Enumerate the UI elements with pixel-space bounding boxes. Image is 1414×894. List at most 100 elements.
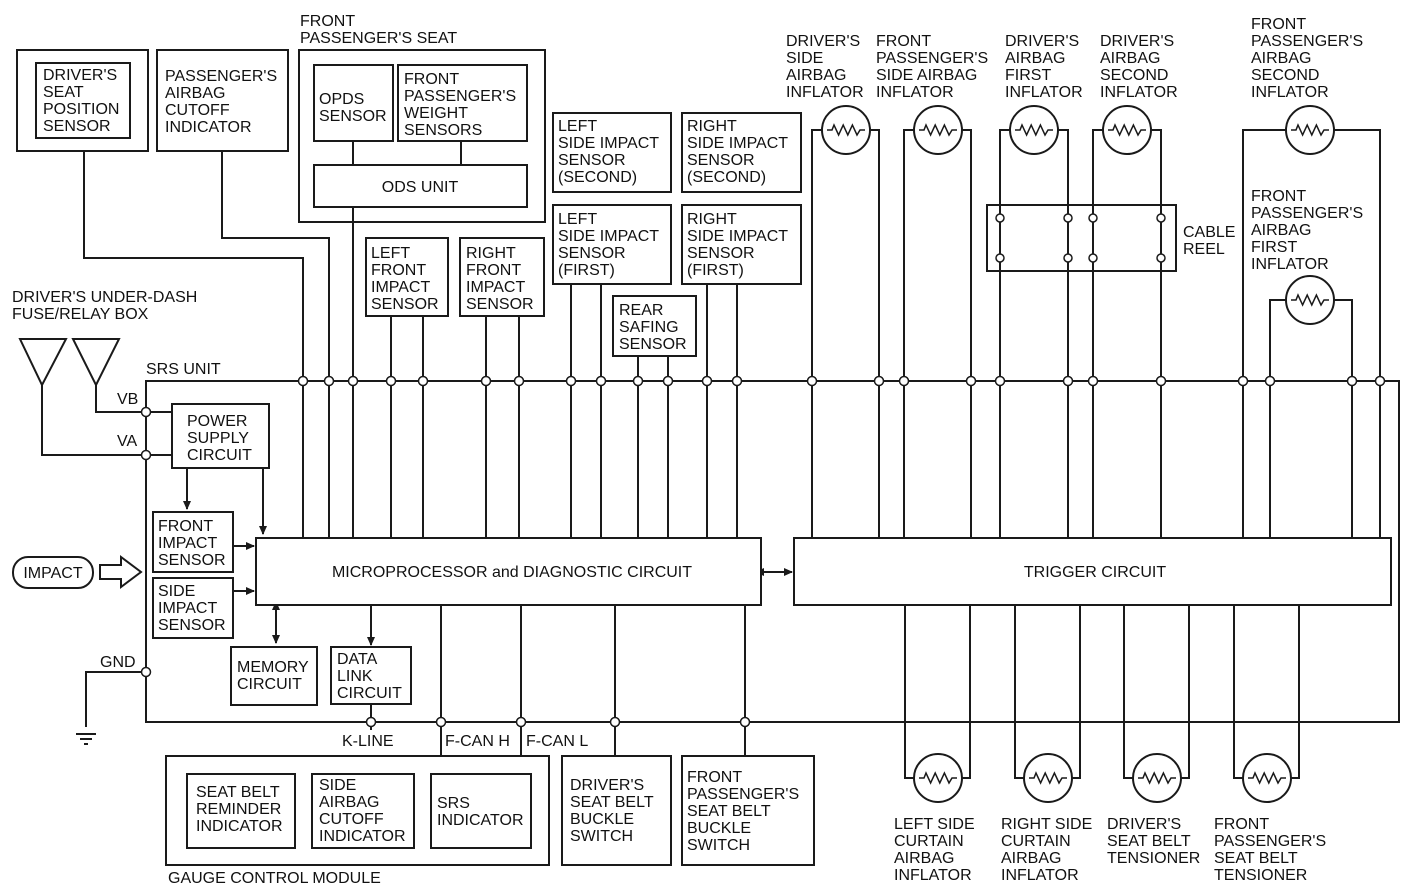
text-line: SEAT BELT: [196, 784, 280, 801]
text-line: SEAT BELT: [1214, 850, 1298, 867]
text-line: SRS: [437, 795, 470, 812]
gnd-label: GND: [100, 654, 136, 671]
text-line: SECOND: [1251, 67, 1319, 84]
power-supply-circuit-box: [171, 403, 270, 469]
text-line: REEL: [1183, 241, 1225, 258]
text-line: FRONT: [371, 262, 426, 279]
inflator-squib-icon: [1009, 105, 1059, 155]
gauge-control-module-box: [165, 755, 550, 866]
inflator-squib-icon: [821, 105, 871, 155]
text-line: AIRBAG: [1001, 850, 1061, 867]
front-passengers-seat-belt-buckle-switch-box: [681, 755, 815, 866]
text-line: F-CAN H: [445, 733, 510, 750]
inflator-squib-icon: [1285, 275, 1335, 325]
text-line: BUCKLE: [570, 811, 634, 828]
inflator-squib-icon: [1023, 753, 1073, 803]
text-line: FIRST: [1005, 67, 1051, 84]
text-line: SECOND: [1100, 67, 1168, 84]
text-line: GAUGE CONTROL MODULE: [168, 870, 381, 887]
terminal-dot: [662, 375, 674, 387]
text-line: SENSOR: [43, 118, 111, 135]
cable-reel-box: [986, 204, 1177, 272]
text-line: AIRBAG: [319, 794, 379, 811]
terminal-dot: [1264, 375, 1276, 387]
left-side-impact-sensor-first-box: [552, 204, 672, 285]
right-side-impact-sensor-second-box: [681, 112, 802, 193]
front-passengers-weight-sensors-box: [397, 64, 528, 142]
internal-side-impact-sensor-box: [152, 577, 234, 639]
terminal-dot: [994, 375, 1006, 387]
text-line: CURTAIN: [894, 833, 964, 850]
text-line: SIDE IMPACT: [687, 135, 788, 152]
text-line: INFLATOR: [1100, 84, 1178, 101]
front-passengers-seat-group: [298, 49, 546, 223]
text-line: SEAT BELT: [570, 794, 654, 811]
text-line: PASSENGER'S: [687, 786, 799, 803]
text-line: INFLATOR: [1251, 84, 1329, 101]
microprocessor-circuit-box: [255, 537, 762, 606]
terminal-dot: [140, 449, 152, 461]
text-line: INFLATOR: [786, 84, 864, 101]
text-line: SENSOR: [319, 108, 387, 125]
terminal-dot: [632, 375, 644, 387]
text-line: RIGHT: [466, 245, 516, 262]
passengers-airbag-cutoff-indicator-box: [156, 49, 289, 152]
text-line: INDICATOR: [196, 818, 283, 835]
terminal-dot: [417, 375, 429, 387]
text-line: DRIVER'S: [570, 777, 644, 794]
terminal-dot: [806, 375, 818, 387]
text-line: SENSOR: [558, 245, 626, 262]
text-line: INDICATOR: [319, 828, 406, 845]
impact-label: IMPACT: [23, 565, 82, 582]
text-line: SENSORS: [404, 122, 482, 139]
text-line: DRIVER'S: [1005, 33, 1079, 50]
wiring: [41, 129, 1400, 779]
terminal-dot: [385, 375, 397, 387]
side-airbag-cutoff-indicator-box: [311, 773, 415, 849]
text-line: IMPACT: [158, 600, 217, 617]
text-line: PASSENGER'S SEAT: [300, 30, 457, 47]
text-line: AIRBAG: [786, 67, 846, 84]
opds-sensor-box: [313, 64, 394, 142]
terminal-dot: [595, 375, 607, 387]
internal-front-impact-sensor-box: [152, 511, 234, 573]
text-line: VA: [117, 433, 137, 450]
terminal-dot: [347, 375, 359, 387]
trigger-circuit-box: [793, 537, 1392, 606]
left-side-impact-sensor-second-box: [552, 112, 672, 193]
terminal-dot: [513, 375, 525, 387]
cable-reel-contacts: [995, 213, 1166, 263]
f-can-l-label: F-CAN L: [526, 733, 588, 750]
text-line: SIDE IMPACT: [558, 228, 659, 245]
text-line: AIRBAG: [894, 850, 954, 867]
text-line: CIRCUIT: [337, 685, 402, 702]
text-line: SIDE IMPACT: [687, 228, 788, 245]
seat-belt-reminder-indicator-box: [186, 773, 296, 849]
srs-unit-outline: [145, 380, 1400, 723]
terminal-dot: [480, 375, 492, 387]
data-link-circuit-box: [330, 646, 412, 705]
text-line: DRIVER'S UNDER-DASH: [12, 289, 197, 306]
text-line: TENSIONER: [1214, 867, 1307, 884]
text-line: SENSOR: [158, 552, 226, 569]
text-line: INFLATOR: [1251, 256, 1329, 273]
text-line: (FIRST): [558, 262, 615, 279]
text-line: INDICATOR: [437, 812, 524, 829]
text-line: IMPACT: [158, 535, 217, 552]
terminal-dot: [1374, 375, 1386, 387]
